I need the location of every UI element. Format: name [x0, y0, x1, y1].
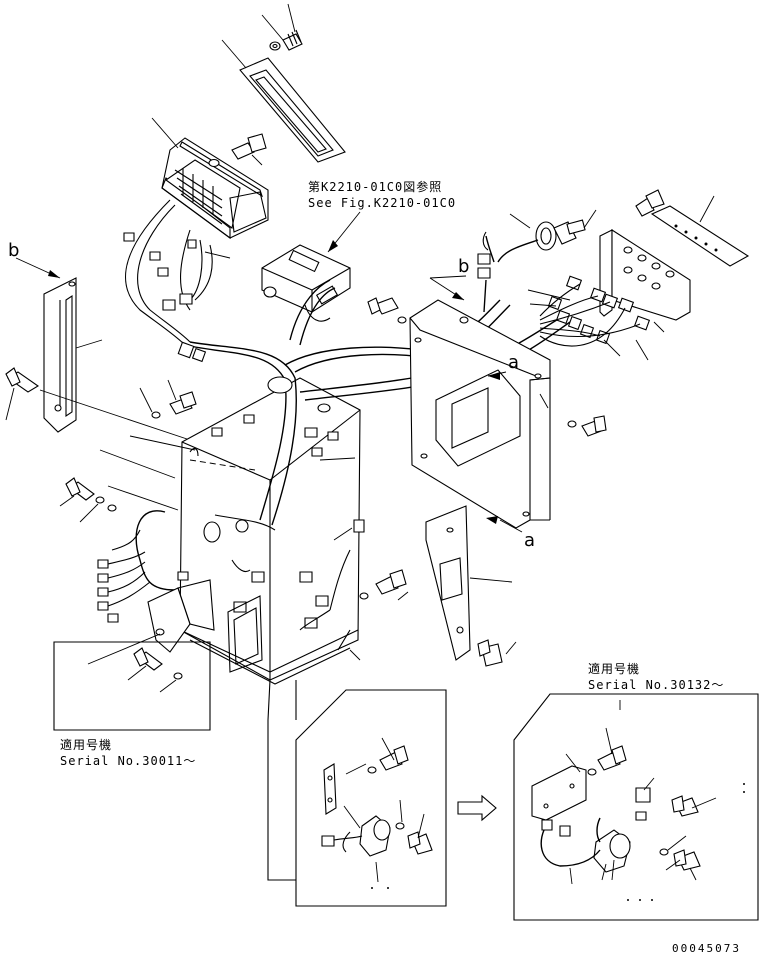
view-marker-a-upper: a [508, 352, 521, 373]
buzzer-left [148, 572, 214, 652]
reference-note-jp: 第K2210-01C0図参照 [308, 180, 443, 194]
monitor-connectors [124, 233, 196, 310]
detail-arrow [458, 796, 496, 820]
view-marker-a-lower: a [524, 530, 537, 551]
reference-note-en: See Fig.K2210-01C0 [308, 196, 457, 210]
bolts-bottom-left [134, 648, 182, 679]
view-marker-b-center: b [458, 256, 471, 277]
serial-box-left-frame [54, 642, 210, 730]
right-bracket [410, 300, 550, 528]
bolt-left [6, 368, 38, 392]
harness-connectors-upper [178, 342, 205, 361]
view-marker-b-left: b [8, 240, 21, 261]
monitor-cables [126, 200, 213, 345]
bolt-top-right [636, 190, 664, 216]
monitor-cover-frame [240, 58, 345, 162]
detail-box-center [296, 690, 446, 906]
side-cover-b-left [44, 278, 76, 432]
detail-box-right [514, 694, 758, 920]
serial-left-number: Serial No.30011～ [60, 754, 197, 768]
bolts-right-box [360, 570, 406, 599]
controller-unit [262, 245, 350, 321]
bolts-center [152, 392, 196, 418]
serial-right-title: 適用号機 [588, 662, 641, 676]
switch-connectors [540, 276, 649, 346]
bolt-monitor [209, 134, 266, 167]
bolt-bracket-right [568, 416, 606, 436]
serial-left-title: 適用号機 [60, 738, 113, 752]
drawing-number: 00045073 [672, 942, 741, 955]
box-internal-connectors [204, 515, 364, 630]
leader-detail-left [268, 680, 296, 880]
serial-right-number: Serial No.30132～ [588, 678, 725, 692]
monitor-panel [162, 138, 268, 238]
bolts-left-box [66, 478, 116, 511]
switch-plate [600, 230, 690, 320]
side-cover-right [426, 506, 470, 660]
bolt-bracket-top [368, 298, 406, 323]
harness-upper-right [486, 236, 494, 262]
key-switch [498, 220, 585, 262]
bolt-cover-bottom [478, 640, 502, 666]
left-connector-group [98, 511, 175, 622]
grommet [268, 377, 292, 393]
decal-strip [652, 206, 748, 266]
bolt-top [270, 30, 302, 50]
